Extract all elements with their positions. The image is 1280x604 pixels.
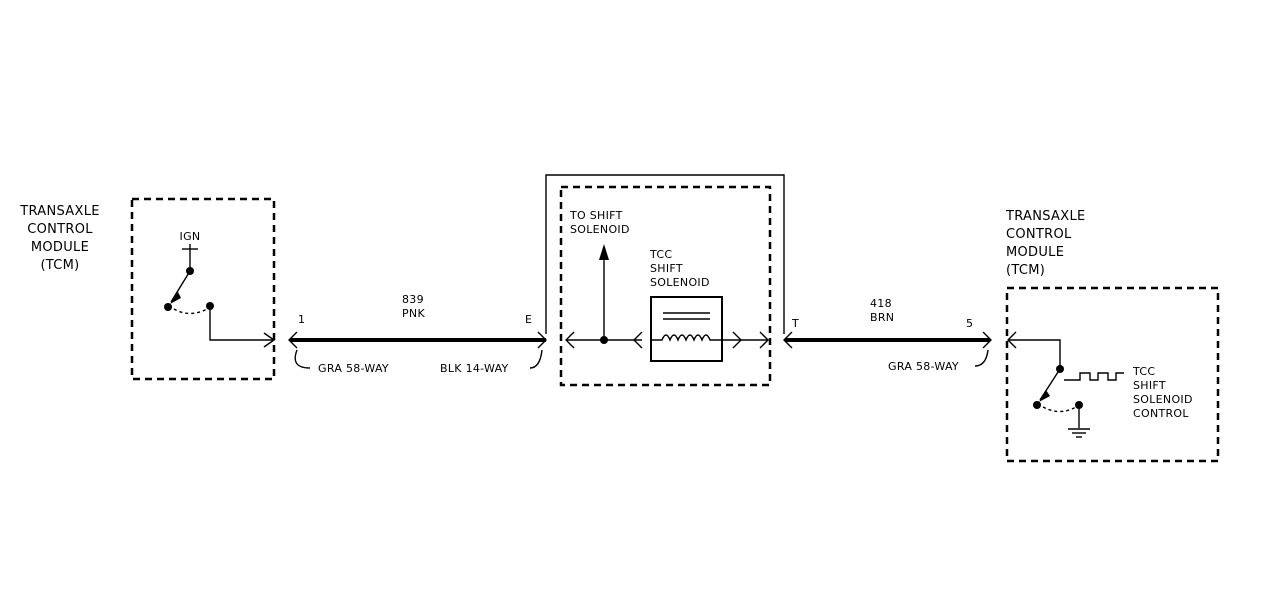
solenoid-coil-icon [651, 334, 722, 342]
right-connector-leader [974, 349, 989, 367]
left-tcm-label-line-2: CONTROL [27, 222, 93, 237]
gra-connector-leader [294, 349, 311, 369]
to-shift-line-2: SOLENOID [570, 223, 630, 236]
driver-travel-arc [1042, 406, 1077, 413]
wire-418: T 418 BRN 5 GRA 58-WAY [783, 297, 992, 373]
solenoid-name-line-1: TCC [649, 248, 672, 261]
blk-connector-label: BLK 14-WAY [440, 362, 509, 375]
control-label-line-2: SHIFT [1133, 379, 1166, 392]
wire1-circuit: 839 [402, 293, 424, 306]
solenoid-coil-box [650, 296, 723, 362]
switch-travel-arc [173, 308, 208, 315]
switch-blade [170, 270, 191, 303]
left-tcm-box [130, 197, 276, 381]
wire2-color: BRN [870, 311, 894, 324]
solenoid-inner-box [559, 185, 772, 387]
right-tcm-box [1005, 286, 1220, 463]
to-shift-line-1: TO SHIFT [569, 209, 623, 222]
solenoid-terminal-chevron [759, 331, 769, 349]
ignition-switch: IGN [164, 230, 276, 348]
left-tcm-label: TRANSAXLE CONTROL MODULE (TCM) [19, 204, 100, 273]
left-pin-label: 1 [298, 313, 305, 326]
to-shift-arrow-icon [599, 244, 609, 260]
control-label-line-3: SOLENOID [1133, 393, 1193, 406]
wire2-circuit: 418 [870, 297, 892, 310]
left-tcm-label-line-1: TRANSAXLE [19, 204, 100, 219]
left-tcm-label-line-3: MODULE [31, 240, 89, 255]
right-pin-5: 5 [966, 317, 973, 330]
solenoid-outer-housing [545, 174, 785, 334]
left-gra-connector-label: GRA 58-WAY [318, 362, 389, 375]
pwm-pulse-icon [1064, 372, 1124, 381]
blk-connector-leader [529, 349, 543, 369]
wire2-left-chevron [783, 331, 793, 349]
solenoid-name-line-2: SHIFT [650, 262, 683, 275]
solenoid-internals: TO SHIFT SOLENOID TCC SHIFT SOLENOID [565, 209, 769, 362]
solenoid-control-driver: TCC SHIFT SOLENOID CONTROL [1007, 331, 1193, 438]
switch-arrow-icon [170, 292, 181, 304]
solenoid-splice-dot [600, 336, 608, 344]
control-label-line-4: CONTROL [1133, 407, 1189, 420]
left-tcm-terminal-chevron [263, 332, 276, 348]
wire2-right-chevron [982, 331, 992, 349]
right-tcm-label-line-4: (TCM) [1006, 263, 1045, 278]
wire1-right-chevron [537, 331, 547, 349]
right-gra-connector-label: GRA 58-WAY [888, 360, 959, 373]
driver-arrow-icon [1039, 390, 1050, 402]
solenoid-name-line-3: SOLENOID [650, 276, 710, 289]
ign-label: IGN [180, 230, 201, 243]
control-label-line-1: TCC [1132, 365, 1155, 378]
switch-pivot-contact [164, 303, 172, 311]
wire-839: 1 839 PNK E GRA 58-WAY BLK 14-WAY [288, 293, 547, 375]
right-pin-t: T [791, 317, 799, 330]
driver-pivot-contact [1033, 401, 1041, 409]
wire1-color: PNK [402, 307, 425, 320]
right-tcm-label-line-1: TRANSAXLE [1005, 209, 1086, 224]
wire1-left-chevron [288, 331, 298, 349]
switch-output-line [209, 306, 274, 341]
solenoid-coil-in-chevron [633, 331, 643, 349]
right-tcm-label-line-2: CONTROL [1006, 227, 1072, 242]
solenoid-out-chevron [732, 331, 742, 349]
right-tcm-label: TRANSAXLE CONTROL MODULE (TCM) [1005, 209, 1086, 278]
left-tcm-label-line-4: (TCM) [40, 258, 79, 273]
right-tcm-label-line-3: MODULE [1006, 245, 1064, 260]
inline-pin-e: E [525, 313, 532, 326]
right-tcm-input-line [1008, 339, 1061, 368]
